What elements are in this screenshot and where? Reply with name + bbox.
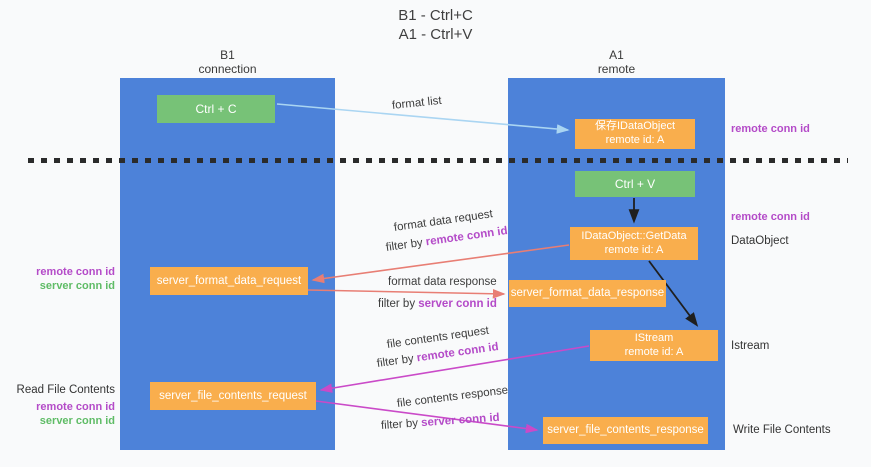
lifeline-a1-name: A1 [609, 48, 624, 62]
annotation-left-server-conn-id-2: server conn id [39, 415, 115, 427]
filter-prefix: filter by [376, 352, 418, 370]
annotation-read-file-contents: Read File Contents [16, 384, 115, 396]
node-server-format-data-response: server_format_data_response [509, 280, 666, 307]
title-line-2: A1 - Ctrl+V [398, 26, 473, 43]
node-ctrl-v-label: Ctrl + V [614, 176, 656, 191]
label-filter-by-server-conn-id-1: filter by server conn id [378, 298, 497, 310]
node-save-idataobject: 保存IDataObject remote id: A [575, 119, 695, 149]
node-ctrl-c: Ctrl + C [157, 95, 275, 123]
filter-key-server-conn-id: server conn id [418, 298, 497, 310]
annotation-left-server-conn-id-1: server conn id [39, 280, 115, 292]
title-line-1: B1 - Ctrl+C [398, 7, 473, 24]
node-istream: IStream remote id: A [590, 330, 718, 361]
node-server-file-contents-request: server_file_contents_request [150, 382, 316, 410]
node-server-file-contents-response: server_file_contents_response [543, 417, 708, 444]
node-server-file-contents-request-label: server_file_contents_request [159, 389, 307, 402]
label-file-contents-response: file contents response [396, 384, 509, 410]
node-save-idataobject-line2: remote id: A [605, 134, 665, 146]
lifeline-b1-name: B1 [220, 48, 235, 62]
node-istream-line2: remote id: A [624, 345, 684, 358]
node-idataobject-getdata-line1: IDataObject::GetData [581, 229, 687, 242]
diagram-title: B1 - Ctrl+C A1 - Ctrl+V [0, 6, 871, 44]
annotation-left-remote-conn-id-1: remote conn id [36, 266, 115, 278]
node-idataobject-getdata: IDataObject::GetData remote id: A [570, 227, 698, 260]
annotation-dataobject: DataObject [731, 235, 789, 247]
filter-prefix: filter by [380, 417, 422, 432]
filter-key-remote-conn-id: remote conn id [425, 224, 509, 249]
filter-prefix: filter by [385, 236, 427, 254]
node-save-idataobject-line1: 保存IDataObject [594, 120, 676, 133]
node-server-format-data-request: server_format_data_request [150, 267, 308, 295]
label-filter-by-server-conn-id-2: filter by server conn id [381, 412, 500, 432]
annotation-remote-conn-id-top: remote conn id [731, 123, 810, 135]
label-format-list: format list [391, 94, 443, 112]
format-data-response-arrow [307, 288, 506, 299]
filter-prefix: filter by [378, 298, 419, 310]
annotation-remote-conn-id-mid: remote conn id [731, 211, 810, 223]
node-ctrl-c-label: Ctrl + C [195, 101, 237, 116]
lifeline-a1-role: remote [597, 62, 636, 76]
annotation-istream: Istream [731, 340, 770, 352]
lifeline-b1-role: connection [198, 62, 257, 76]
node-server-format-data-request-label: server_format_data_request [156, 274, 302, 287]
node-server-format-data-response-label: server_format_data_response [510, 287, 665, 300]
lifeline-header-a1: A1 remote [508, 48, 725, 76]
node-istream-line1: IStream [634, 331, 674, 344]
node-ctrl-v: Ctrl + V [575, 171, 695, 197]
node-server-file-contents-response-label: server_file_contents_response [547, 424, 704, 437]
annotation-write-file-contents: Write File Contents [733, 424, 831, 436]
session-divider-dashed-line [28, 158, 848, 163]
annotation-left-remote-conn-id-2: remote conn id [36, 401, 115, 413]
node-idataobject-getdata-line2: remote id: A [604, 243, 664, 256]
filter-key-server-conn-id: server conn id [420, 411, 501, 430]
lifeline-header-b1: B1 connection [120, 48, 335, 76]
label-format-data-response: format data response [388, 276, 497, 288]
